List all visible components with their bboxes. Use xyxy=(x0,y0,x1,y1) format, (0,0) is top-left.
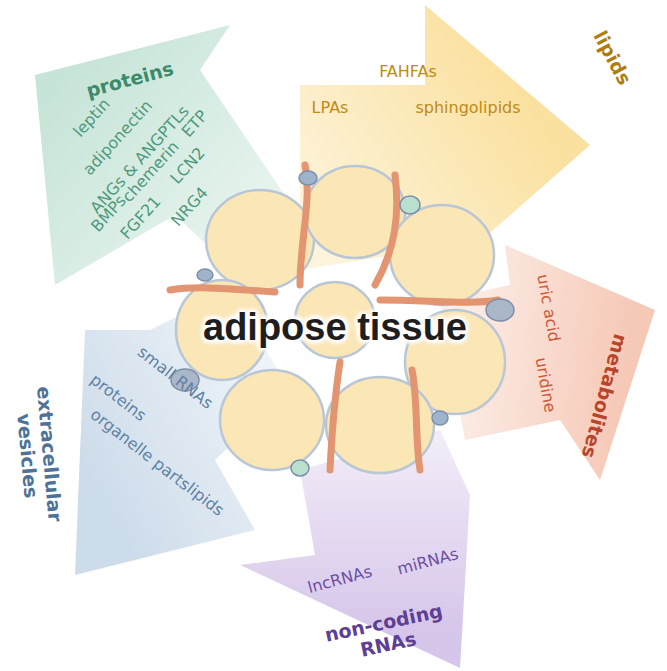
category-heading: extracellular vesicles xyxy=(9,366,68,544)
category-heading: proteins xyxy=(84,58,176,102)
center-label: adipose tissue xyxy=(203,306,467,350)
category-arrow: lipidsFAHFAsLPAs sphingolipids xyxy=(295,0,635,295)
item-label: lncRNAs xyxy=(306,563,374,598)
item-label: sphingolipids xyxy=(415,99,520,117)
category-arrow: metabolites uric acid uridine xyxy=(435,240,660,485)
item-label: LPAs xyxy=(312,99,349,117)
item-label: small RNAs xyxy=(134,343,216,413)
category-heading: non-coding RNAs xyxy=(315,599,456,670)
item-label: miRNAs xyxy=(395,545,460,579)
tissue-illustration: adipose tissue xyxy=(185,170,490,490)
adipocytes xyxy=(176,166,505,473)
item-label: lipids xyxy=(183,480,227,520)
category-heading: lipids xyxy=(589,27,636,89)
stromal-cells xyxy=(171,171,514,476)
item-label: FAHFAs xyxy=(379,63,437,81)
blood-vessels xyxy=(170,165,498,470)
category-arrow: extracellular vesiclessmall RNAsproteins… xyxy=(0,285,300,580)
category-arrow: proteinsleptinadiponectinANGs & ANGPTLsB… xyxy=(30,20,310,300)
item-label: uric acid xyxy=(533,273,563,343)
item-label: NRG4 xyxy=(168,184,212,230)
item-label: uridine xyxy=(531,356,559,414)
category-arrow: non-coding RNAslncRNAs miRNAs xyxy=(235,425,475,671)
category-heading: metabolites xyxy=(577,332,631,461)
